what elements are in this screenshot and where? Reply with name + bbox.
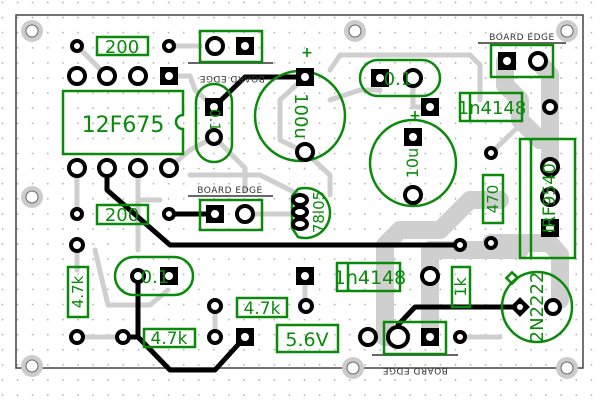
label-plus-10u: + (409, 108, 421, 124)
board-outline (15, 14, 584, 369)
board-edge-label: BOARD EDGE (197, 186, 262, 196)
label-r-top: 200 (105, 37, 139, 58)
label-cap-100u: 100u (290, 93, 311, 139)
label-cap-10u: 10u (403, 148, 422, 179)
board-edge-label: BOARD EDGE (382, 365, 447, 375)
label-r-470: 470 (484, 185, 502, 214)
label-diode-bottom: 1n4148 (334, 267, 406, 289)
pads (67, 36, 562, 349)
label-r-mid-4k7: 4.7k (244, 299, 281, 319)
label-c-bottom: 0.1 (141, 267, 170, 288)
label-r-1k: 1k (451, 277, 470, 297)
label-plus-100u: + (301, 45, 313, 61)
label-ic: 12F675 (82, 113, 165, 138)
board-edge-label: BOARD EDGE (199, 73, 264, 83)
label-mosfet: IRF9540 (540, 163, 560, 233)
label-zener: 5.6V (285, 329, 328, 351)
label-regulator: 78l05 (310, 191, 328, 233)
label-c-top-right: 0.1 (384, 69, 413, 90)
label-c-vertical: 0.1 (206, 109, 222, 131)
label-transistor: 2N2222 (527, 272, 548, 343)
label-r-mid: 200 (105, 205, 139, 226)
label-r-bottom-4k7: 4.7k (151, 329, 188, 349)
mounting-holes (21, 20, 578, 379)
board-edge-label: BOARD EDGE (489, 33, 554, 43)
label-r-left-4k7: 4.7k (69, 275, 87, 308)
component-labels: 200 12F675 0.1 100u + 0.1 + 10u 1n4148 4… (69, 37, 560, 351)
label-diode-top: 1n4148 (458, 98, 527, 119)
